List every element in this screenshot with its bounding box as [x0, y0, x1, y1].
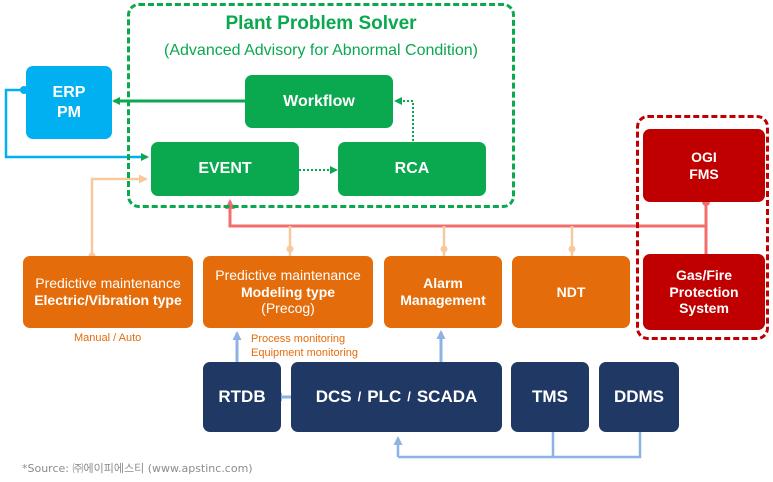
- predictive-electric-line2: Electric/Vibration type: [34, 292, 182, 308]
- rca-node: RCA: [338, 142, 486, 196]
- system-label: System: [679, 300, 729, 317]
- ogi-label: OGI: [691, 148, 717, 165]
- gas-fire-label: Gas/Fire: [675, 266, 733, 283]
- erp-to-event-arrow: [4, 88, 149, 161]
- ndt-label: NDT: [556, 283, 586, 300]
- event-node: EVENT: [151, 142, 299, 196]
- plant-problem-solver-frame: [127, 3, 515, 208]
- workflow-node: Workflow: [245, 75, 393, 128]
- safety-systems-frame: [636, 115, 769, 340]
- alarm-label: Alarm: [423, 275, 463, 292]
- predictive-electric-node: Predictive maintenance Electric/Vibratio…: [23, 256, 193, 328]
- ddms-node: DDMS: [599, 362, 679, 432]
- rca-label: RCA: [394, 160, 430, 178]
- plc-label: PLC: [367, 386, 402, 406]
- dcs-label: DCS: [315, 386, 352, 406]
- rtdb-node: RTDB: [203, 362, 281, 432]
- fms-label: FMS: [689, 165, 719, 182]
- predictive-modeling-line3: (Precog): [261, 300, 315, 317]
- predictive-modeling-line2: Modeling type: [240, 283, 336, 300]
- diagram-title: Plant Problem Solver: [225, 13, 417, 34]
- model-connector-dot: [286, 245, 294, 253]
- erp-pm-node: ERP PM: [26, 66, 112, 139]
- diagram-subtitle: (Advanced Advisory for Abnormal Conditio…: [164, 42, 478, 59]
- rca-to-workflow-arrow: [394, 97, 414, 141]
- ddms-label: DDMS: [613, 386, 665, 406]
- predictive-electric-line1: Predictive maintenance: [35, 275, 181, 292]
- bottom-bus-line: [398, 432, 642, 459]
- ndt-connector-dot: [568, 245, 576, 253]
- pm-label: PM: [57, 103, 81, 121]
- tms-label: TMS: [532, 386, 568, 406]
- ndt-node: NDT: [512, 256, 630, 328]
- rtdb-label: RTDB: [218, 386, 266, 406]
- process-monitoring-caption: Process monitoring: [251, 333, 346, 345]
- tms-node: TMS: [511, 362, 589, 432]
- dcs-plc-scada-node: DCS / PLC / SCADA: [291, 362, 502, 432]
- source-note: *Source: ㈜에이피에스티 (www.apstinc.com): [22, 462, 253, 475]
- dcs-separator-1: /: [357, 389, 362, 405]
- event-label: EVENT: [198, 160, 252, 178]
- gas-fire-protection-node: Gas/Fire Protection System: [643, 254, 765, 330]
- management-label: Management: [400, 292, 486, 308]
- workflow-label: Workflow: [283, 92, 355, 110]
- red-bus-line: [225, 199, 706, 228]
- predictive-modeling-line1: Predictive maintenance: [215, 266, 361, 283]
- erp-label: ERP: [52, 84, 86, 102]
- scada-label: SCADA: [416, 386, 478, 406]
- dcs-separator-2: /: [407, 389, 411, 405]
- predictive-modeling-node: Predictive maintenance Modeling type (Pr…: [203, 256, 373, 328]
- alarm-management-node: Alarm Management: [384, 256, 502, 328]
- manual-auto-caption: Manual / Auto: [74, 332, 142, 344]
- protection-label: Protection: [669, 283, 739, 300]
- equipment-monitoring-caption: Equipment monitoring: [251, 347, 359, 359]
- ogi-fms-node: OGI FMS: [643, 129, 765, 202]
- alarm-connector-dot: [440, 245, 448, 253]
